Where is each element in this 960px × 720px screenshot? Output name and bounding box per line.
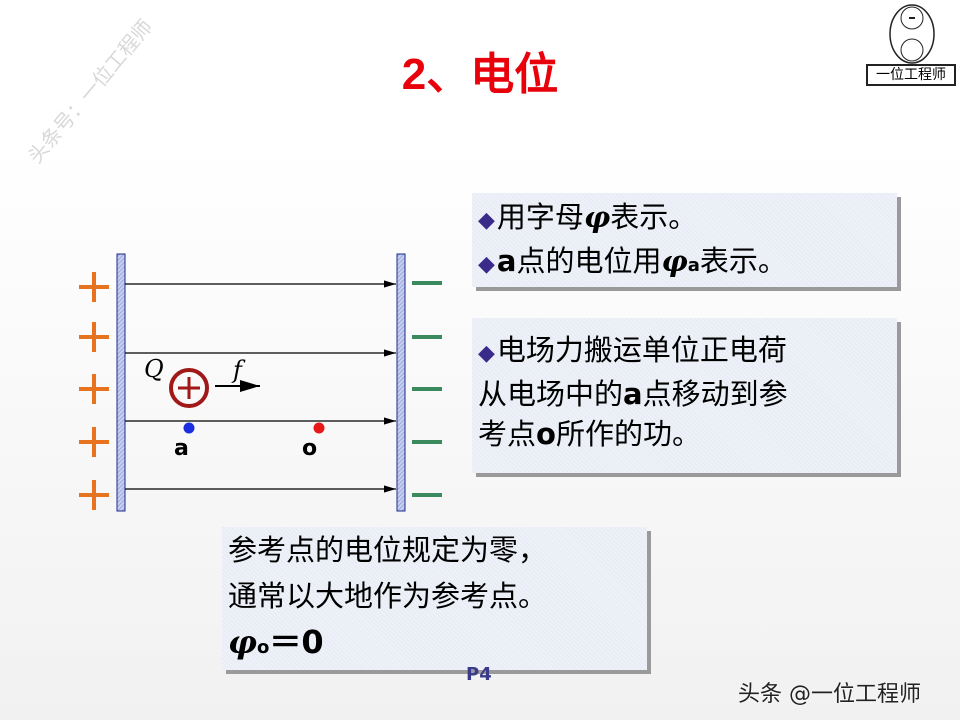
force-label: f (231, 356, 246, 384)
footer-watermark: 头条 @一位工程师 (738, 682, 921, 707)
point-o-label: o (302, 436, 317, 461)
logo-text: 一位工程师 (866, 64, 956, 86)
definition-box: ◆用字母φ表示。 ◆a点的电位用φa表示。 (472, 193, 897, 287)
plus-icon (79, 272, 109, 302)
plus-icon (79, 427, 109, 457)
plus-icon (79, 322, 109, 352)
bullet-line: ◆a点的电位用φa表示。 (478, 244, 787, 278)
plus-icon (79, 480, 109, 510)
plus-icon (79, 374, 109, 404)
page-number: P4 (466, 664, 492, 685)
minus-signs (412, 281, 442, 497)
reference-point-box: 参考点的电位规定为零， 通常以大地作为参考点。 φo＝0 (222, 527, 647, 670)
bullet-line: ◆用字母φ表示。 (478, 200, 698, 234)
left-plate (116, 253, 126, 512)
work-definition-box: ◆电场力搬运单位正电荷 从电场中的a点移动到参 考点o所作的功。 (472, 318, 897, 473)
point-a-label: a (174, 436, 189, 461)
plus-signs (79, 272, 109, 510)
field-lines (125, 280, 396, 493)
charge-label: Q (144, 355, 164, 383)
diamond-bullet-icon: ◆ (478, 208, 495, 233)
point-o (313, 422, 325, 434)
positive-charge-icon (169, 368, 209, 408)
point-a (183, 422, 195, 434)
diamond-bullet-icon: ◆ (478, 252, 495, 277)
right-plate (396, 253, 406, 512)
logo-icon (889, 4, 935, 64)
diamond-bullet-icon: ◆ (478, 341, 495, 366)
slide-title: 2、电位 (401, 50, 559, 99)
